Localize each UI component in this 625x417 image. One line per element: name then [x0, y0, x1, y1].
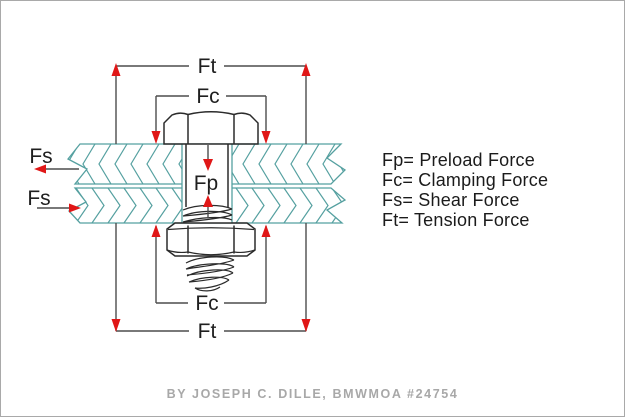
bolt-head [163, 111, 259, 145]
fp-label: Fp [194, 172, 219, 195]
author-caption: BY JOSEPH C. DILLE, BMWMOA #24754 [166, 387, 459, 401]
fc-top-label: Fc [196, 85, 219, 108]
arrowheads [34, 63, 311, 332]
legend-item-clamping: Fc= Clamping Force [382, 170, 549, 190]
legend-item-tension: Ft= Tension Force [382, 210, 530, 230]
nut-facets [187, 225, 235, 254]
fp-arrowheads [203, 159, 213, 207]
bolt [163, 111, 259, 292]
ft-top-lines [115, 65, 307, 144]
hole-edges [181, 144, 233, 223]
fs-arrowheads [34, 164, 81, 213]
fc-bottom-label: Fc [195, 292, 218, 315]
fc-top-arrowheads [151, 131, 271, 144]
ft-top-label: Ft [198, 55, 217, 78]
legend-item-preload: Fp= Preload Force [382, 150, 535, 170]
fs-lower-label: Fs [27, 187, 50, 210]
legend-item-shear: Fs= Shear Force [382, 190, 520, 210]
bolt-shank [185, 144, 229, 207]
fc-top-lines [155, 95, 267, 141]
lower-threads [185, 256, 235, 292]
bolt-hole [182, 144, 232, 223]
nut-chamfer-arcs [166, 227, 256, 256]
fs-upper-label: Fs [29, 145, 52, 168]
ft-bottom-label: Ft [198, 320, 217, 343]
fc-bottom-lines [155, 226, 267, 304]
bolt-head-facets [187, 114, 235, 144]
force-legend: Fp= Preload Force Fc= Clamping Force Fs=… [382, 150, 548, 230]
force-labels: Ft Fc Fs Fs Fp Fc Ft [27, 55, 219, 343]
ft-bottom-lines [115, 223, 307, 332]
dimension-lines [37, 65, 307, 332]
